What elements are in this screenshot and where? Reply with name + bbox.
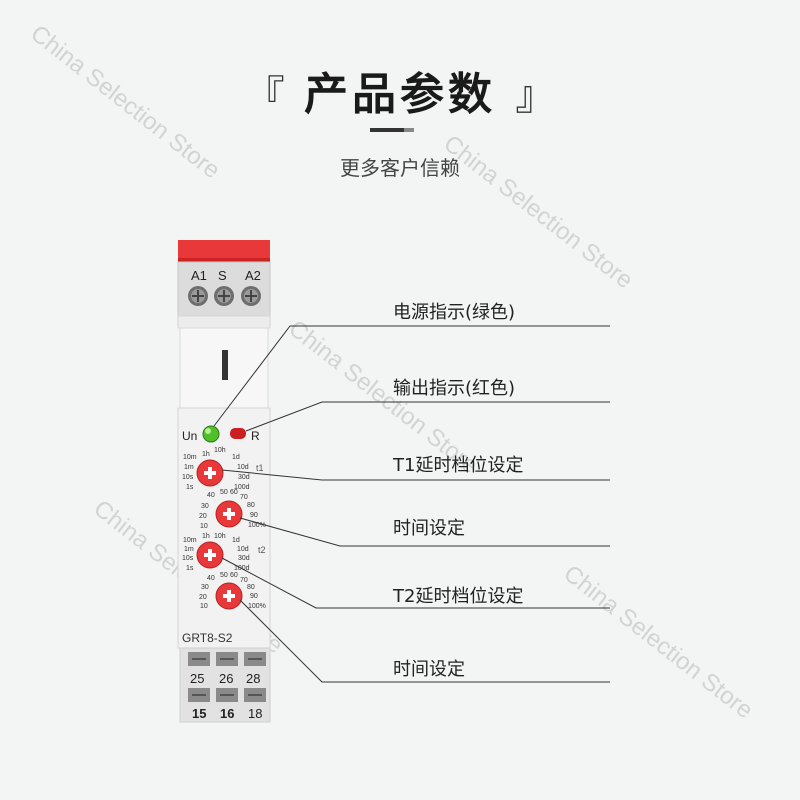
svg-text:1d: 1d <box>232 454 240 461</box>
page-subtitle: 更多客户信赖 <box>340 156 460 180</box>
svg-text:1m: 1m <box>184 464 194 471</box>
svg-text:1m: 1m <box>184 546 194 553</box>
terminal-label-25: 25 <box>190 671 204 686</box>
t2-label: t2 <box>258 545 266 555</box>
svg-text:50: 50 <box>220 572 228 579</box>
title-text: 产品参数 <box>304 69 496 120</box>
svg-text:70: 70 <box>240 577 248 584</box>
svg-text:90: 90 <box>250 512 258 519</box>
indicator-label-r: R <box>251 429 260 443</box>
svg-text:40: 40 <box>207 492 215 499</box>
callout-line-t2-time <box>239 599 610 683</box>
svg-text:10s: 10s <box>182 474 194 481</box>
svg-text:20: 20 <box>199 513 207 520</box>
svg-text:70: 70 <box>240 494 248 501</box>
screw-terminal <box>188 652 210 666</box>
svg-text:1h: 1h <box>202 451 210 458</box>
terminal-label-16: 16 <box>220 706 234 721</box>
callout-output-indicator: 输出指示(红色) <box>393 378 516 399</box>
svg-text:100%: 100% <box>248 603 266 610</box>
terminal-label-15: 15 <box>192 706 206 721</box>
svg-text:10s: 10s <box>182 555 194 562</box>
page-title: 『 产品参数 』 <box>0 58 800 122</box>
screw-terminal <box>214 286 234 306</box>
screw-terminal <box>188 688 210 702</box>
svg-text:10d: 10d <box>237 464 249 471</box>
t1-range-dial-ticks: 1h 10h 10m 1m 10s 1s 1d 10d 30d 100d <box>182 447 250 491</box>
svg-text:30d: 30d <box>238 555 250 562</box>
t1-range-knob[interactable] <box>196 459 224 487</box>
terminal-label-18: 18 <box>248 706 262 721</box>
callout-t2-time-setting: 时间设定 <box>393 659 465 680</box>
callout-line-output <box>245 401 610 432</box>
top-red-cap <box>178 240 270 260</box>
callout-line-t1-range <box>221 469 610 481</box>
svg-text:10h: 10h <box>214 533 226 540</box>
svg-text:30d: 30d <box>238 474 250 481</box>
screw-terminal <box>244 688 266 702</box>
svg-text:60: 60 <box>230 572 238 579</box>
callout-line-t2-range <box>221 557 610 609</box>
terminal-label-a2: A2 <box>245 268 261 283</box>
svg-text:10: 10 <box>200 523 208 530</box>
t2-time-knob[interactable] <box>215 582 243 610</box>
din-latch-slot <box>222 350 228 380</box>
output-led-red <box>230 428 246 439</box>
svg-text:100%: 100% <box>248 522 266 529</box>
t2-range-knob[interactable] <box>196 541 224 569</box>
svg-text:30: 30 <box>201 503 209 510</box>
svg-text:1d: 1d <box>232 537 240 544</box>
terminal-label-s: S <box>218 268 227 283</box>
title-divider-accent <box>404 128 414 132</box>
svg-text:90: 90 <box>250 593 258 600</box>
t1-label: t1 <box>256 463 264 473</box>
terminal-label-a1: A1 <box>191 268 207 283</box>
callout-t2-range-setting: T2延时档位设定 <box>393 586 524 607</box>
svg-text:50: 50 <box>220 489 228 496</box>
svg-text:10m: 10m <box>183 537 197 544</box>
power-led-green <box>202 425 220 443</box>
svg-text:100d: 100d <box>234 484 250 491</box>
callout-power-indicator: 电源指示(绿色) <box>393 302 516 323</box>
callout-line-t1-time <box>239 517 610 547</box>
screw-terminal <box>216 688 238 702</box>
svg-text:20: 20 <box>199 594 207 601</box>
title-bracket-open: 『 <box>244 73 285 119</box>
svg-text:10h: 10h <box>214 447 226 454</box>
svg-text:60: 60 <box>230 489 238 496</box>
svg-text:10m: 10m <box>183 454 197 461</box>
title-bracket-close: 』 <box>515 73 556 119</box>
callout-t1-range-setting: T1延时档位设定 <box>393 455 524 476</box>
screw-terminal <box>216 652 238 666</box>
screw-terminal <box>241 286 261 306</box>
screw-terminal <box>188 286 208 306</box>
svg-text:30: 30 <box>201 584 209 591</box>
callout-line-power <box>213 325 610 427</box>
svg-text:80: 80 <box>247 584 255 591</box>
svg-text:40: 40 <box>207 575 215 582</box>
t2-time-dial-ticks: 40 30 20 10 50 60 70 80 90 100% <box>199 572 266 610</box>
t1-time-dial-ticks: 40 30 20 10 50 60 70 80 90 100% <box>199 489 266 530</box>
svg-text:10d: 10d <box>237 546 249 553</box>
svg-text:1s: 1s <box>186 565 194 572</box>
indicator-label-un: Un <box>182 429 197 443</box>
svg-text:1h: 1h <box>202 533 210 540</box>
screw-terminal <box>244 652 266 666</box>
t1-time-knob[interactable] <box>215 500 243 528</box>
terminal-label-28: 28 <box>246 671 260 686</box>
callout-t1-time-setting: 时间设定 <box>393 518 465 539</box>
model-label: GRT8-S2 <box>182 631 233 645</box>
svg-text:1s: 1s <box>186 484 194 491</box>
title-divider <box>370 128 414 132</box>
svg-text:10: 10 <box>200 603 208 610</box>
svg-text:80: 80 <box>247 502 255 509</box>
terminal-label-26: 26 <box>219 671 233 686</box>
